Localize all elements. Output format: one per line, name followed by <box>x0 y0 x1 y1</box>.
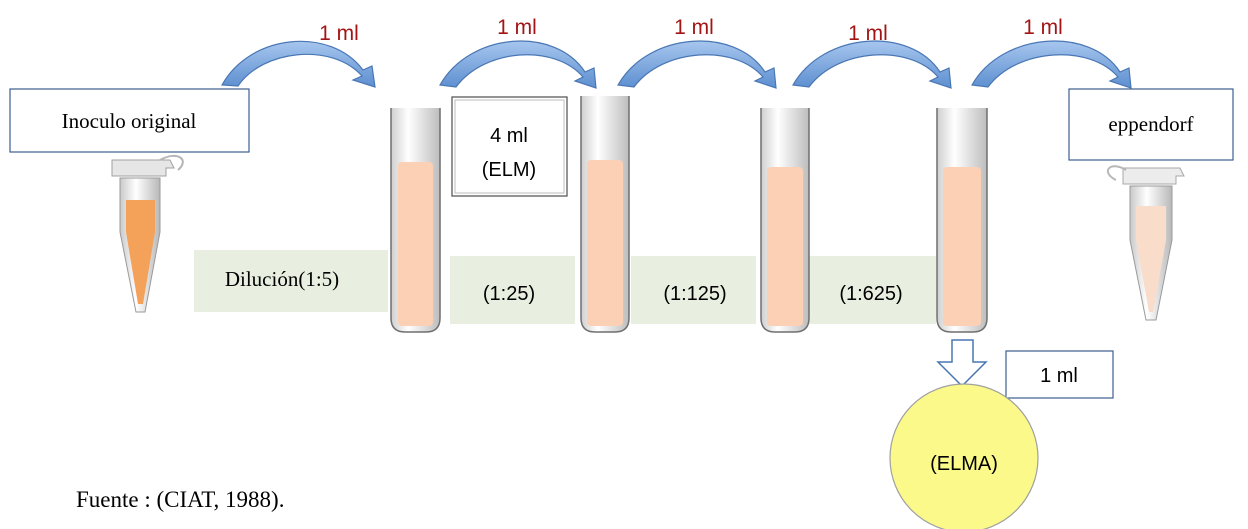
eppendorf-label: eppendorf <box>1108 112 1193 136</box>
test-tube-4 <box>936 108 988 333</box>
transfer-arrow-1 <box>221 40 376 88</box>
tube-4-liquid <box>943 167 981 326</box>
tube-1-liquid <box>398 162 433 326</box>
inoculo-original-label: Inoculo original <box>62 109 197 133</box>
dilution-label-1: Dilución(1:5) <box>225 267 339 291</box>
dilution-label-2: (1:25) <box>483 283 535 305</box>
transfer-label-1: 1 ml <box>319 22 359 45</box>
elma-label: (ELMA) <box>930 453 998 475</box>
transfer-label-2: 1 ml <box>497 16 537 39</box>
dilution-label-4: (1:625) <box>839 283 902 305</box>
transfer-arrows <box>221 40 1132 89</box>
transfer-label-3: 1 ml <box>674 16 714 39</box>
inoculo-original-box: Inoculo original <box>9 88 250 153</box>
elma-circle: (ELMA) <box>889 383 1039 529</box>
dilution-panel-4 <box>808 256 936 324</box>
dilution-panels: Dilución(1:5) (1:25) (1:125) (1:625) <box>194 250 936 324</box>
transfer-label-4: 1 ml <box>848 22 888 45</box>
destination-eppendorf-tube <box>1106 165 1185 321</box>
transfer-labels: 1 ml 1 ml 1 ml 1 ml 1 ml <box>319 16 1063 45</box>
eppendorf-box: eppendorf <box>1068 88 1234 161</box>
source-caption: Fuente : (CIAT, 1988). <box>76 487 284 512</box>
transfer-arrow-2 <box>439 40 597 89</box>
down-arrow-icon <box>936 339 988 388</box>
elm-label: (ELM) <box>482 159 536 181</box>
test-tube-1 <box>390 108 441 333</box>
transfer-arrow-3 <box>617 40 777 89</box>
elm-box: 4 ml (ELM) <box>451 96 568 197</box>
output-volume-box: 1 ml <box>1005 350 1114 399</box>
elm-volume: 4 ml <box>490 125 528 147</box>
eppendorf-liquid <box>1136 206 1166 312</box>
inoculo-eppendorf-tube <box>111 154 184 313</box>
transfer-arrow-4 <box>792 40 952 89</box>
tube-2-liquid <box>587 160 623 326</box>
dilution-label-3: (1:125) <box>663 283 726 305</box>
transfer-label-5: 1 ml <box>1023 16 1063 39</box>
dilution-panel-2 <box>450 256 575 324</box>
output-volume-label: 1 ml <box>1040 365 1078 387</box>
inoculo-liquid <box>126 200 155 304</box>
transfer-arrow-5 <box>971 40 1132 89</box>
tube-3-liquid <box>767 167 803 326</box>
dilution-panel-1 <box>194 250 388 312</box>
test-tube-2 <box>580 96 630 333</box>
test-tube-3 <box>760 108 810 333</box>
dilution-panel-3 <box>631 256 756 324</box>
